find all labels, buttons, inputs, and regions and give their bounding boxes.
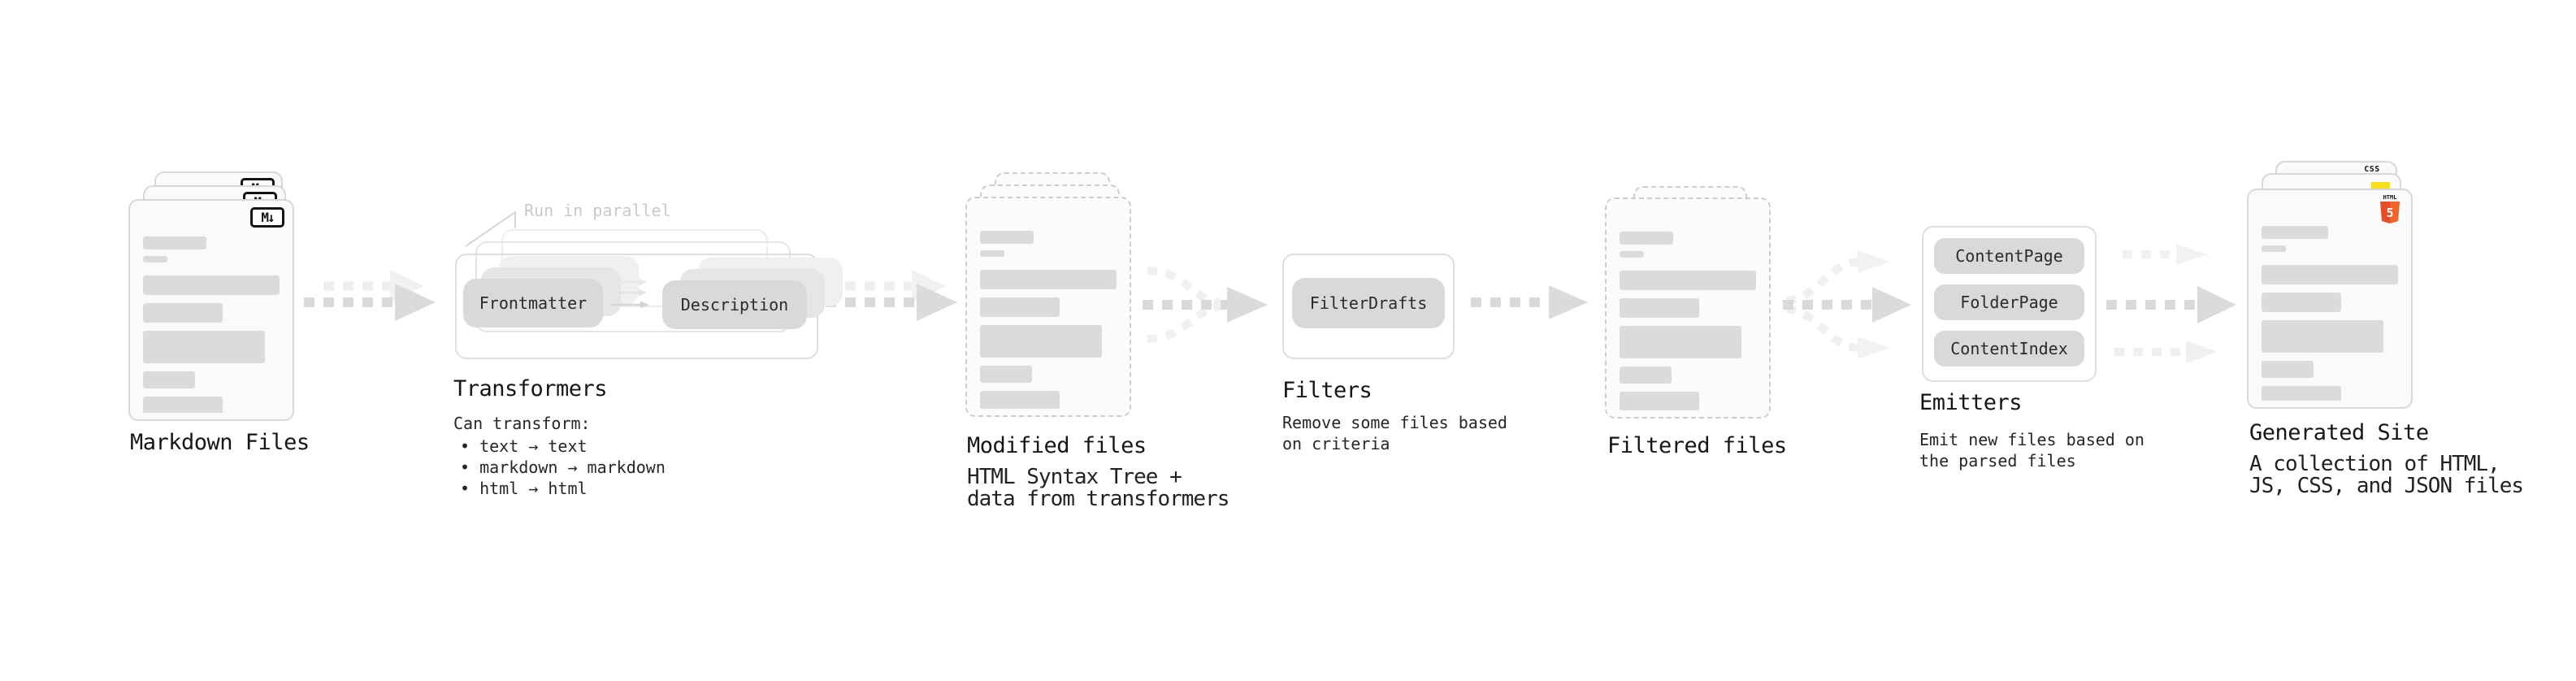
stage-title-emitters: Emitters xyxy=(1919,390,2023,415)
html5-logo-icon: HTML 5 xyxy=(2380,194,2400,223)
flow-arrow-filters-to-filtered xyxy=(1471,285,1588,319)
placeholder-text-bars xyxy=(2262,226,2398,401)
generated-file-card-html: HTML 5 xyxy=(2247,189,2413,409)
generated-site-description-line: JS, CSS, and JSON files xyxy=(2249,474,2524,498)
transformers-bullet: • text → text xyxy=(460,436,588,456)
html5-logo-label: HTML xyxy=(2383,194,2397,201)
emitters-description-line: the parsed files xyxy=(1919,451,2076,471)
emitters-description-line: Emit new files based on xyxy=(1919,430,2144,449)
flow-arrow-emitters-to-generated xyxy=(2106,244,2236,363)
modified-file-card-front xyxy=(965,197,1131,417)
filtered-file-card-front xyxy=(1605,197,1771,419)
markdown-file-card-front: M↓ xyxy=(128,199,294,421)
stage-title-transformers: Transformers xyxy=(453,376,608,401)
transformers-bullet: • markdown → markdown xyxy=(460,458,666,477)
pill-frontmatter: Frontmatter xyxy=(463,279,603,327)
placeholder-text-bars xyxy=(143,236,280,413)
flow-arrow-transformers-to-modified xyxy=(826,270,957,321)
transformers-bullet: • html → html xyxy=(460,479,588,498)
pill-contentindex: ContentIndex xyxy=(1934,331,2084,367)
stage-title-filtered-files: Filtered files xyxy=(1607,433,1787,458)
annotation-run-in-parallel: Run in parallel xyxy=(524,201,671,220)
stage-title-modified-files: Modified files xyxy=(967,433,1147,458)
placeholder-text-bars xyxy=(1620,232,1756,410)
markdown-icon: M↓ xyxy=(250,207,284,228)
generated-site-description-line: A collection of HTML, xyxy=(2249,452,2500,476)
pill-folderpage: FolderPage xyxy=(1934,284,2084,320)
flow-arrow-modified-to-filters xyxy=(1143,267,1268,343)
pill-filterdrafts: FilterDrafts xyxy=(1292,278,1445,328)
filters-description-line: on criteria xyxy=(1282,434,1390,453)
flow-arrow-markdown-to-transformers xyxy=(304,270,436,321)
pill-description: Description xyxy=(662,280,807,329)
stage-title-markdown-files: Markdown Files xyxy=(130,430,310,455)
modified-files-description-line: data from transformers xyxy=(967,487,1229,511)
placeholder-text-bars xyxy=(980,231,1117,409)
transformers-description-heading: Can transform: xyxy=(453,414,591,433)
filters-description-line: Remove some files based xyxy=(1282,413,1507,432)
annotation-leader-line xyxy=(465,210,516,247)
stage-title-generated-site: Generated Site xyxy=(2249,420,2429,445)
pill-link-arrows xyxy=(611,278,649,309)
flow-arrow-filtered-to-emitters xyxy=(1783,250,1911,359)
html5-logo-number: 5 xyxy=(2386,206,2393,220)
css-badge-label: CSS xyxy=(2364,165,2380,174)
modified-files-description-line: HTML Syntax Tree + xyxy=(967,465,1182,489)
pill-contentpage: ContentPage xyxy=(1934,238,2084,274)
stage-title-filters: Filters xyxy=(1282,378,1373,403)
